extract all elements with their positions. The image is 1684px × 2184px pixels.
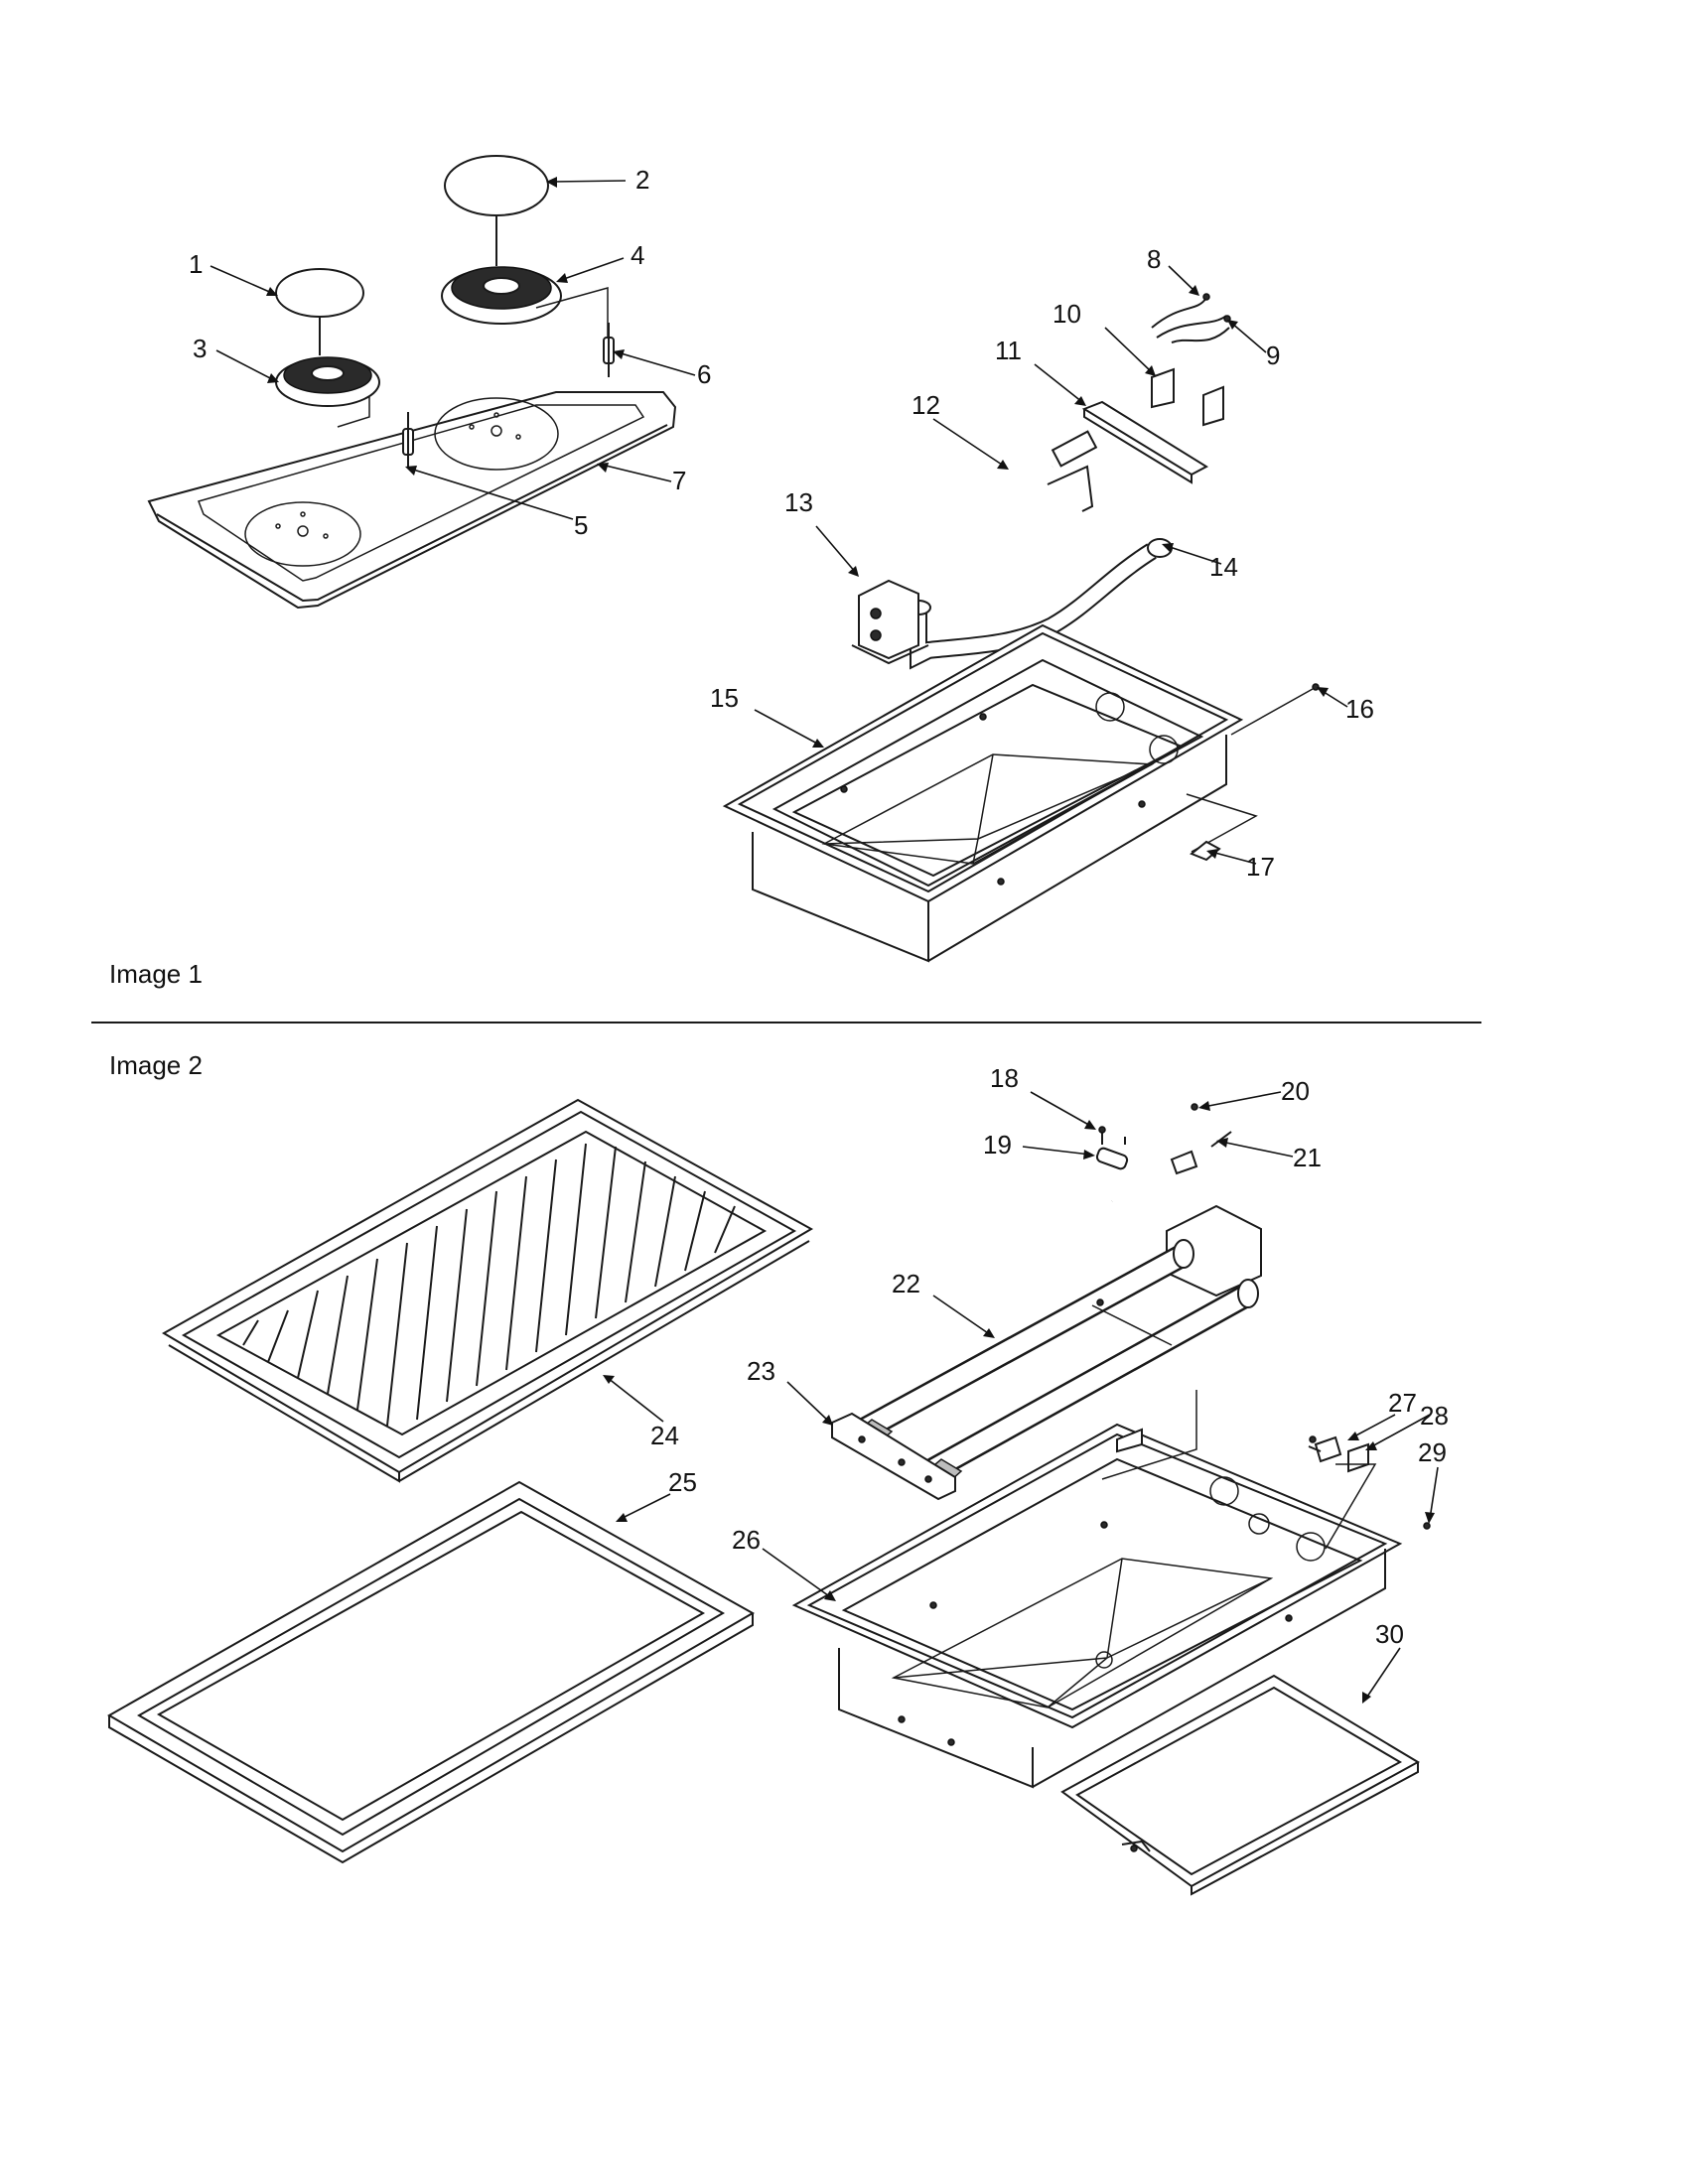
callout-28: 28 [1420,1401,1449,1431]
small-burner-head [275,356,380,407]
ignition-wires [1151,293,1231,343]
drip-tray [1060,1674,1421,1896]
callout-30: 30 [1375,1619,1404,1649]
griddle-frame [106,1480,756,1864]
callout-12: 12 [912,390,940,420]
burner-guide-line [337,397,370,428]
large-burner-cap [444,155,549,266]
callout-17: 17 [1246,852,1275,882]
callout-3: 3 [193,334,207,363]
callout-numbers: 1 2 3 4 5 6 7 8 9 10 11 12 13 14 15 16 1… [189,165,1449,1649]
callout-25: 25 [668,1467,697,1497]
callout-27: 27 [1388,1388,1417,1418]
control-fittings [1308,1435,1431,1550]
valve-bracket [851,579,929,665]
gas-supply-tube [927,430,1098,534]
grill-grate [161,1098,814,1483]
callout-9: 9 [1266,341,1280,370]
callout-19: 19 [983,1130,1012,1160]
callout-23: 23 [747,1356,775,1386]
callout-leaders-image1 [210,177,1348,865]
callout-2: 2 [635,165,649,195]
large-burner-head [441,266,562,325]
callout-leaders-image2 [603,1091,1439,1704]
callout-16: 16 [1345,694,1374,724]
burner-support-bracket [831,1412,956,1501]
callout-24: 24 [650,1421,679,1450]
wire-clip-brackets [1151,367,1224,427]
cooktop-top-plate [147,391,677,610]
image2-diagram: Image 2 [106,1050,1439,1896]
small-burner-cap [275,268,364,355]
callout-18: 18 [990,1063,1019,1093]
grill-burner-tubes [852,1204,1262,1488]
retaining-clip [1186,793,1258,862]
burner-box [722,623,1244,963]
igniter-electrode-left [402,412,414,467]
burner-guide-line [535,287,609,338]
burner-mounting-bar [1081,400,1209,484]
image1-diagram: Image 1 [109,155,1348,989]
callout-26: 26 [732,1525,761,1555]
callout-4: 4 [631,240,644,270]
callout-22: 22 [892,1269,920,1298]
igniter-electrode-right [603,323,615,377]
callout-21: 21 [1293,1143,1322,1172]
image2-caption: Image 2 [109,1050,203,1080]
ignition-parts-image2 [1095,1103,1232,1203]
callout-15: 15 [710,683,739,713]
callout-1: 1 [189,249,203,279]
screw [1230,683,1320,736]
callout-29: 29 [1418,1437,1447,1467]
callout-14: 14 [1209,552,1238,582]
callout-8: 8 [1147,244,1161,274]
callout-20: 20 [1281,1076,1310,1106]
callout-13: 13 [784,487,813,517]
callout-10: 10 [1052,299,1081,329]
callout-6: 6 [697,359,711,389]
grate-ribs [242,1143,736,1427]
image1-caption: Image 1 [109,959,203,989]
callout-11: 11 [995,336,1022,365]
callout-5: 5 [574,510,588,540]
callout-7: 7 [672,466,686,495]
grill-burner-box [791,1390,1403,1789]
